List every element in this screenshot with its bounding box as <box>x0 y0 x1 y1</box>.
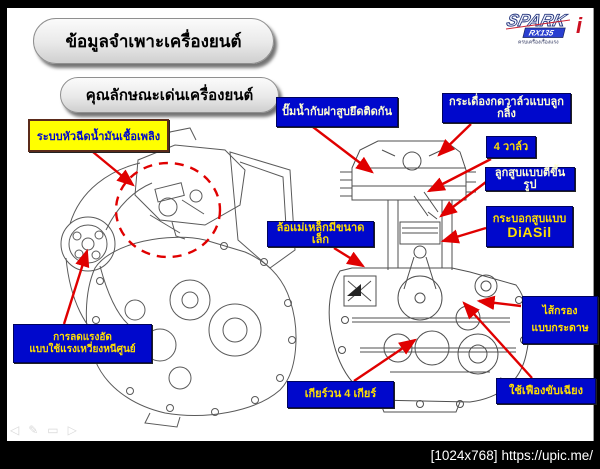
label-rotary-4-speed-gearbox: เกียร์วน 4 เกียร์ <box>287 381 394 408</box>
slide-menu-icon[interactable]: ▭ <box>47 423 59 437</box>
watermark-bar: [1024x768] https://upic.me/ <box>0 441 600 469</box>
label-roller-rocker-arm: กระเดื่องกดวาล์วแบบลูกกลิ้ง <box>442 93 571 123</box>
label-filter-line2: แบบกระดาษ <box>531 322 589 334</box>
label-paper-oil-filter: ไส้กรอง แบบกระดาษ <box>522 296 598 344</box>
pen-tool-icon[interactable]: ✎ <box>28 423 39 437</box>
label-decomp-line1: การลดแรงอัด <box>53 332 112 344</box>
label-water-pump: ปั๊มน้ำกับฝาสูบยึดติดกัน <box>276 97 398 127</box>
label-decomp-line2: แบบใช้แรงเหวี่ยงหนีศูนย์ <box>29 343 136 355</box>
previous-slide-icon[interactable]: ◁ <box>10 423 20 437</box>
presenter-nav: ◁ ✎ ▭ ▷ <box>10 424 77 436</box>
label-forged-piston: ลูกสูบแบบตีขึ้นรูป <box>485 167 575 191</box>
slide-title-sub: คุณลักษณะเด่นเครื่องยนต์ <box>60 77 279 113</box>
label-centrifugal-decompression: การลดแรงอัด แบบใช้แรงเหวี่ยงหนีศูนย์ <box>13 324 152 363</box>
label-filter-line1: ไส้กรอง <box>542 305 578 318</box>
slide-title-main: ข้อมูลจำเพาะเครื่องยนต์ <box>33 18 274 64</box>
label-fuel-injection-system: ระบบหัวฉีดน้ำมันเชื้อเพลิง <box>28 119 169 152</box>
label-four-valve: 4 วาล์ว <box>486 136 536 158</box>
label-helical-drive-gear: ใช้เฟืองขับเฉียง <box>496 378 596 404</box>
host-url-text: https://upic.me/ <box>501 447 593 463</box>
label-compact-magneto: ล้อแม่เหล็กมีขนาดเล็ก <box>267 221 374 247</box>
label-diasil-line1: กระบอกสูบแบบ <box>492 212 567 225</box>
label-diasil-line2: DiASil <box>507 223 552 240</box>
image-resolution-text: [1024x768] <box>430 447 498 463</box>
label-diasil-cylinder: กระบอกสูบแบบ DiASil <box>486 206 573 247</box>
next-slide-icon[interactable]: ▷ <box>67 423 77 437</box>
